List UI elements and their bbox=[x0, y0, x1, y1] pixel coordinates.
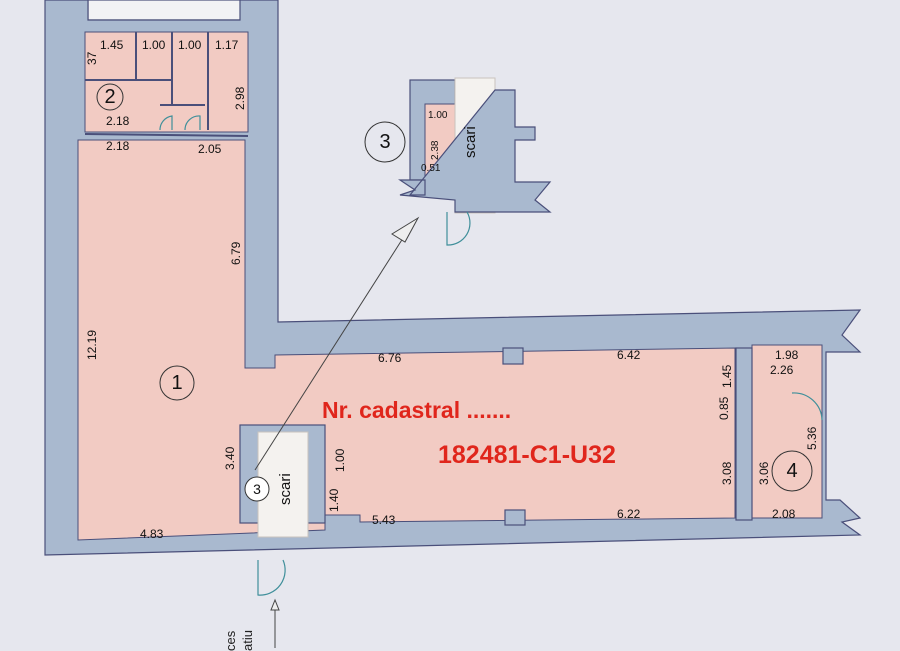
dimension: 2.18 bbox=[106, 114, 130, 128]
stairs-label: scari bbox=[462, 126, 479, 158]
room-number: 4 bbox=[786, 460, 797, 482]
dimension: 37 bbox=[85, 51, 99, 65]
entrance-label: atiu bbox=[240, 630, 255, 651]
dimension: 1.45 bbox=[100, 38, 124, 52]
arrows bbox=[254, 216, 420, 648]
dimension: 5.36 bbox=[805, 426, 819, 450]
dimension: 1.17 bbox=[215, 38, 239, 52]
room-numbers: 1 2 3 3 4 bbox=[96, 83, 813, 502]
dimension: 1.98 bbox=[775, 348, 799, 362]
dimension: 1.45 bbox=[720, 364, 734, 388]
dimension: 2.05 bbox=[198, 142, 222, 156]
dimension: 6.42 bbox=[617, 348, 641, 362]
dimension: 2.26 bbox=[770, 363, 794, 377]
cadastral-number: 182481-C1-U32 bbox=[438, 441, 616, 469]
dimension: 3.08 bbox=[720, 461, 734, 485]
dimension: 12.19 bbox=[85, 330, 99, 360]
cadastral-label: Nr. cadastral ....... bbox=[322, 397, 511, 423]
room-number: 2 bbox=[104, 86, 115, 108]
dimension: 3.06 bbox=[757, 461, 771, 485]
dimension: 6.22 bbox=[617, 507, 641, 521]
dimension: 0.85 bbox=[717, 396, 731, 420]
dimension: 4.83 bbox=[140, 527, 164, 541]
rooms bbox=[77, 31, 823, 596]
room-number: 3 bbox=[379, 131, 390, 153]
dimension: 1.00 bbox=[333, 448, 347, 472]
dimension: 1.00 bbox=[428, 110, 448, 121]
dimension: 2.38 bbox=[430, 140, 441, 160]
dimension: 1.00 bbox=[178, 38, 202, 52]
dimension: 2.18 bbox=[106, 139, 130, 153]
stairs-label: scari bbox=[277, 473, 294, 505]
room-2-area bbox=[84, 31, 249, 133]
entrance-label: ces bbox=[223, 630, 238, 651]
dimensions: 1.45 1.00 1.00 1.17 37 2.98 2.18 2.18 2.… bbox=[85, 38, 819, 541]
dimension: 6.79 bbox=[229, 241, 243, 265]
dimension: 2.08 bbox=[772, 507, 796, 521]
dimension: 1.40 bbox=[327, 488, 341, 512]
dimension: 6.76 bbox=[378, 351, 402, 365]
dimension: 2.98 bbox=[233, 86, 247, 110]
room-number: 1 bbox=[171, 372, 182, 394]
dimension: 1.00 bbox=[142, 38, 166, 52]
dimension: 5.43 bbox=[372, 513, 396, 527]
dimension: 0.51 bbox=[421, 163, 441, 174]
dimension: 3.40 bbox=[223, 446, 237, 470]
room-number: 3 bbox=[253, 481, 261, 497]
